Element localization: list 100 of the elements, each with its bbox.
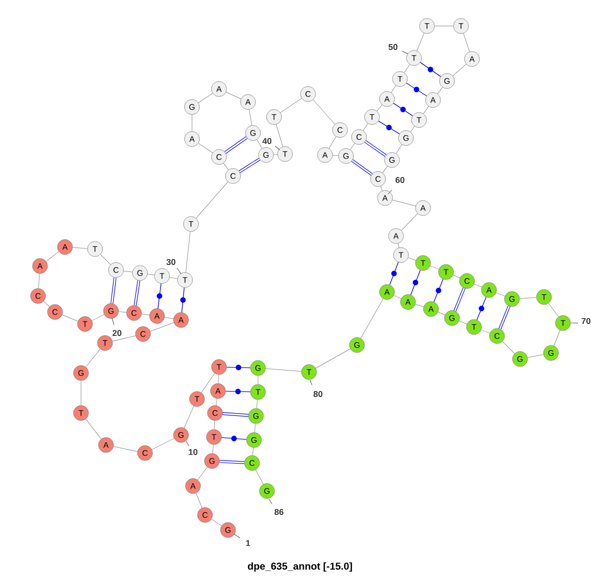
backbone-line <box>72 247 88 249</box>
base-pair-line <box>110 277 116 304</box>
backbone-line <box>150 322 174 332</box>
backbone-line <box>410 126 415 132</box>
backbone-line <box>376 104 382 112</box>
backbone-line <box>198 143 213 153</box>
backbone-line <box>256 139 262 149</box>
base-pair-line <box>420 62 442 77</box>
backbone-line <box>196 182 228 218</box>
backbone-line <box>254 423 256 433</box>
backbone-line <box>276 124 284 147</box>
backbone-line <box>452 64 466 76</box>
backbone-line <box>186 231 190 273</box>
backbone-line <box>223 162 229 170</box>
backbone-line <box>46 251 60 262</box>
backbone-line <box>474 284 482 288</box>
base-pair-line <box>410 270 421 296</box>
backbone-line <box>123 270 133 272</box>
base-pair-line <box>498 306 510 330</box>
backbone-line <box>255 470 264 484</box>
backbone-line <box>480 330 490 334</box>
backbone-line <box>248 109 252 126</box>
position-number: 86 <box>268 498 284 515</box>
backbone-line <box>452 274 460 278</box>
backbone-line <box>118 311 127 313</box>
backbone-line <box>252 447 254 456</box>
backbone-line <box>38 273 40 289</box>
base-pair-line <box>222 412 248 417</box>
backbone-line <box>218 374 219 384</box>
position-number: 20 <box>112 318 122 336</box>
backbone-line <box>328 136 336 149</box>
position-number: 50 <box>388 44 408 54</box>
base-pair-line <box>454 288 466 312</box>
backbone-line <box>92 314 104 321</box>
backbone-line <box>496 292 506 296</box>
backbone-line <box>416 32 424 52</box>
backbone-line <box>415 304 424 307</box>
backbone-line <box>211 518 222 526</box>
backbone-line <box>216 398 218 406</box>
backbone-line <box>100 254 111 265</box>
base-pair-line <box>476 296 486 320</box>
base-pair-line <box>364 140 386 157</box>
base-pair-line <box>406 82 427 96</box>
backbone-line <box>396 144 402 154</box>
backbone-line <box>86 348 100 368</box>
base-pair-line <box>389 262 399 286</box>
backbone-line <box>408 257 416 261</box>
backbone-line <box>332 155 339 156</box>
backbone-line <box>463 33 470 52</box>
backbone-line <box>152 438 174 450</box>
backbone-line <box>273 154 278 155</box>
backbone-line <box>196 492 202 508</box>
base-pair-line <box>180 287 186 313</box>
backbone-line <box>404 64 410 73</box>
backbone-line <box>112 336 136 342</box>
base-pair-line <box>393 102 413 116</box>
backbone-line <box>312 100 336 124</box>
backbone-line <box>113 446 138 452</box>
backbone-line <box>43 301 50 307</box>
backbone-line <box>141 314 150 316</box>
backbone-line <box>392 200 416 206</box>
base-pair-line <box>221 436 247 442</box>
backbone-line <box>458 320 468 324</box>
backbone-line <box>184 406 194 428</box>
backbone-line <box>86 418 102 440</box>
backbone-line <box>212 444 214 454</box>
backbone-line <box>164 317 174 319</box>
backbone-line <box>438 312 446 316</box>
backbone-line <box>401 213 418 231</box>
base-pair-line <box>378 120 400 134</box>
backbone-line <box>80 380 82 406</box>
base-pair-line <box>226 364 251 370</box>
backbone-line <box>362 123 368 131</box>
base-pair-line <box>434 278 444 302</box>
backbone-line <box>315 348 351 368</box>
backbone-line <box>548 302 559 318</box>
base-pair-line <box>225 388 251 394</box>
backbone-line <box>382 166 388 174</box>
backbone-line <box>350 143 355 150</box>
backbone-line <box>169 277 178 279</box>
backbone-line <box>201 373 215 393</box>
base-pair-line <box>238 158 260 174</box>
backbone-line <box>430 266 440 270</box>
backbone-line <box>437 86 443 94</box>
backbone-line <box>554 330 560 346</box>
base-pair-line <box>134 280 140 306</box>
backbone-line <box>214 420 215 430</box>
backbone-line <box>256 399 258 409</box>
backbone-line <box>197 466 208 480</box>
base-pair-line <box>156 283 162 309</box>
backbone-line <box>380 186 383 192</box>
base-pair-line <box>224 136 248 154</box>
backbone-line <box>398 243 400 248</box>
base-pair-line <box>351 159 373 176</box>
base-pair-line <box>220 460 244 464</box>
backbone-line <box>62 314 78 322</box>
position-number: 1 <box>234 534 250 546</box>
position-number: 80 <box>310 380 322 397</box>
backbone-line <box>527 354 544 358</box>
backbone-line <box>280 98 302 113</box>
